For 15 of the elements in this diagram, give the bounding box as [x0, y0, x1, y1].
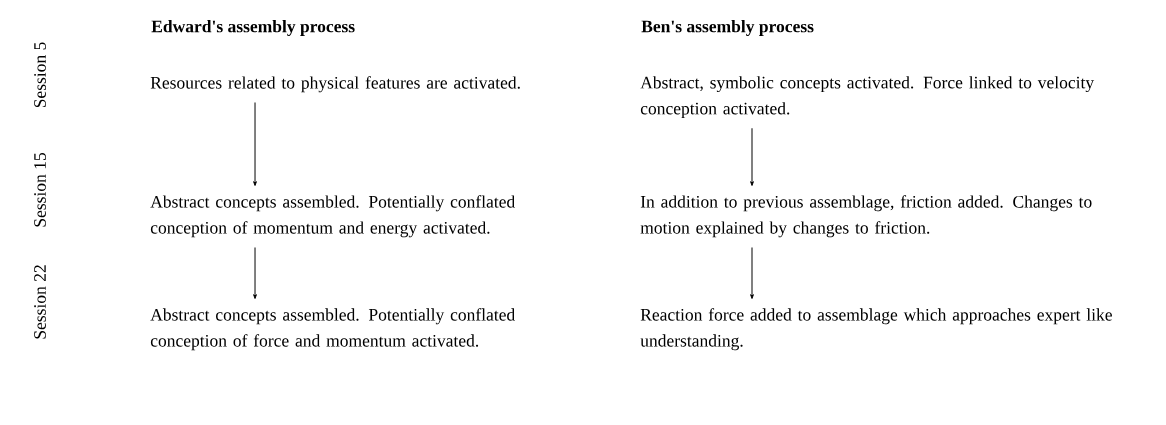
- step-text: Reaction force added to assemblage which approaches expert like understanding.: [640, 308, 1112, 351]
- step-text: In addition to previous assemblage, friction added. Changes to motion explained by changes to friction.: [640, 195, 1092, 238]
- arrow: [253, 102, 257, 186]
- step-text: Abstract concepts assembled. Potentially conflated conception of force and momentum activated.: [150, 308, 515, 351]
- arrow: [750, 127, 754, 186]
- column-heading: Ben's assembly process: [641, 20, 814, 36]
- step-text: Abstract concepts assembled. Potentially conflated conception of momentum and energy activated.: [150, 195, 515, 238]
- session-label: Session 22: [34, 265, 46, 339]
- step-text: Resources related to physical features are activated.: [150, 76, 520, 93]
- column-heading: Edward's assembly process: [151, 20, 355, 36]
- session-label: Session 15: [34, 153, 46, 227]
- arrow: [750, 247, 754, 299]
- step-text: Abstract, symbolic concepts activated. Force linked to velocity conception activated.: [640, 76, 1095, 119]
- arrow: [253, 247, 257, 299]
- session-label: Session 5: [34, 42, 46, 108]
